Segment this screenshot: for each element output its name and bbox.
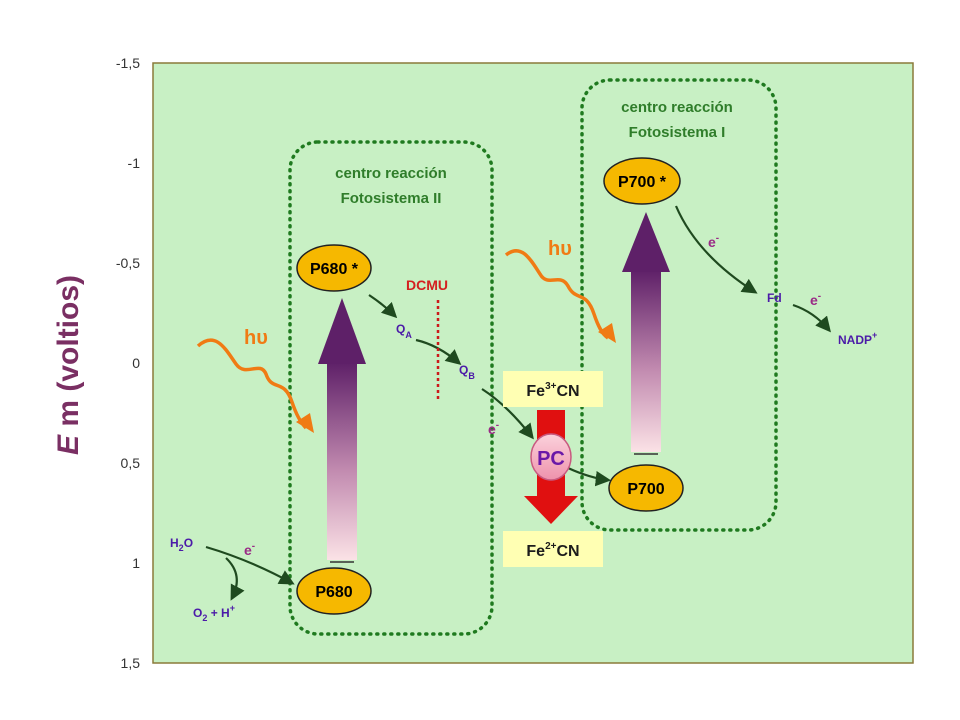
arrow-qb-to-pc bbox=[481, 388, 534, 440]
electron-flow-arrows bbox=[205, 205, 831, 601]
nadp-label: NADP+ bbox=[838, 330, 877, 347]
h2o-label: H2O bbox=[170, 536, 193, 553]
arrow-h2o-to-p680 bbox=[205, 545, 295, 585]
y-axis-ticks: -1,5 -1 -0,5 0 0,5 1 1,5 bbox=[116, 55, 140, 671]
light-symbol-psi: hυ bbox=[548, 238, 572, 260]
ferrocyanide-label: Fe2+CN bbox=[526, 541, 579, 560]
p700-ground-label: P700 bbox=[627, 481, 664, 498]
y-tick: -1 bbox=[128, 155, 141, 171]
y-tick: -0,5 bbox=[116, 255, 140, 271]
y-tick: 0 bbox=[132, 355, 140, 371]
psi-title-line1: centro reacción bbox=[621, 99, 733, 116]
p680-excited-node bbox=[296, 244, 372, 292]
light-wave-psi-head bbox=[598, 323, 616, 343]
qb-label: QB bbox=[459, 363, 475, 381]
fd-label: Fd bbox=[767, 291, 782, 305]
y-tick: 1,5 bbox=[121, 655, 141, 671]
arrow-pc-to-p700 bbox=[567, 466, 612, 487]
psii-title-line1: centro reacción bbox=[335, 165, 447, 182]
dcmu-label: DCMU bbox=[406, 277, 448, 293]
electron-label-qb: e- bbox=[488, 420, 499, 437]
psi-excitation-arrow bbox=[622, 212, 670, 455]
arrow-p680star-to-qa bbox=[368, 294, 398, 319]
p680-ground-node bbox=[296, 567, 372, 615]
p700-excited-node bbox=[603, 157, 681, 205]
p680-excited-label: P680 * bbox=[310, 261, 359, 278]
y-tick: -1,5 bbox=[116, 55, 140, 71]
arrow-p700star-to-fd bbox=[674, 205, 758, 294]
light-wave-psii-head bbox=[296, 413, 314, 433]
qa-label: QA bbox=[396, 322, 412, 340]
psii-excitation-arrow bbox=[318, 298, 366, 563]
arrow-fd-to-nadp bbox=[792, 303, 831, 333]
electron-label-h2o: e- bbox=[244, 541, 255, 558]
psii-title-line2: Fotosistema II bbox=[341, 190, 442, 207]
p680-ground-label: P680 bbox=[315, 584, 352, 601]
electron-label-p700: e- bbox=[708, 233, 719, 250]
ferricyanide-label: Fe3+CN bbox=[526, 381, 579, 400]
photosystem-ii-box bbox=[288, 140, 494, 636]
y-tick: 1 bbox=[132, 555, 140, 571]
psi-title-line2: Fotosistema I bbox=[629, 124, 726, 141]
y-tick: 0,5 bbox=[121, 455, 141, 471]
p700-ground-node bbox=[608, 464, 684, 512]
electron-label-fd: e- bbox=[810, 291, 821, 308]
pc-label: PC bbox=[537, 448, 565, 470]
ferricyanide-box bbox=[503, 371, 603, 407]
y-axis-label: E m (voltios) bbox=[52, 275, 85, 455]
plot-panel bbox=[152, 62, 914, 664]
ferrocyanide-box bbox=[503, 531, 603, 567]
arrow-h2o-to-o2 bbox=[225, 557, 245, 601]
light-symbol-psii: hυ bbox=[244, 327, 268, 349]
light-wave-psi bbox=[504, 249, 610, 340]
plastocyanin-circle bbox=[530, 433, 572, 481]
p700-excited-label: P700 * bbox=[618, 174, 667, 191]
photosystem-i-box bbox=[580, 78, 778, 532]
o2-h-label: O2 + H+ bbox=[193, 603, 235, 623]
light-wave-psii bbox=[196, 338, 308, 430]
